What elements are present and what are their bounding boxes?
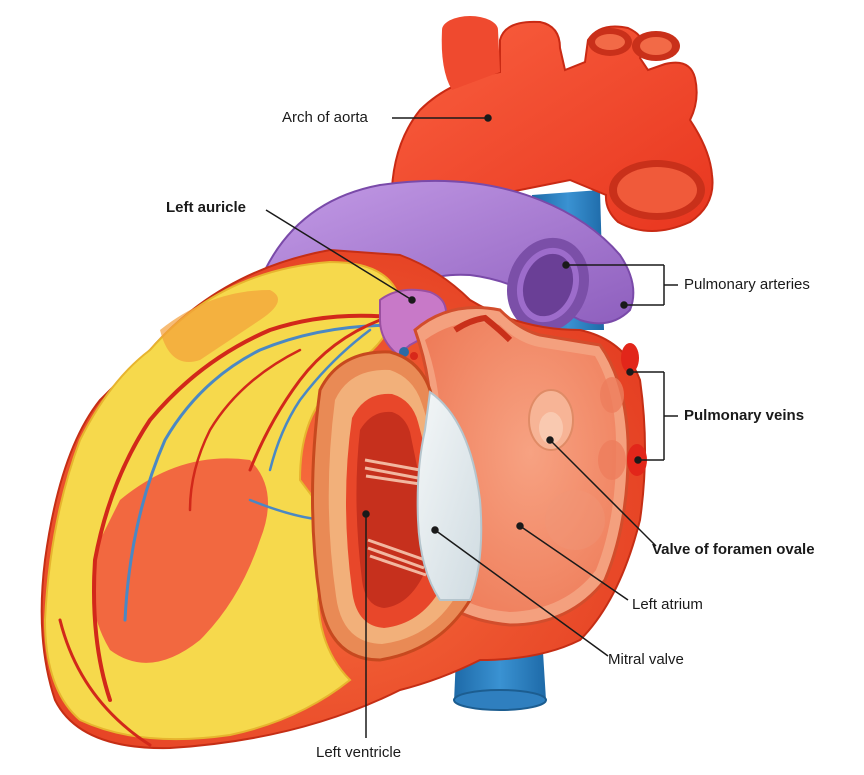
coronary-vessels bbox=[58, 313, 402, 747]
epicardial-fat bbox=[43, 260, 402, 741]
label-left-atrium: Left atrium bbox=[632, 596, 703, 613]
leader-lines bbox=[265, 114, 678, 738]
label-left-ventricle: Left ventricle bbox=[316, 744, 402, 761]
label-left-auricle: Left auricle bbox=[166, 199, 247, 216]
label-mitral-valve: Mitral valve bbox=[608, 651, 684, 668]
label-pulmonary-veins: Pulmonary veins bbox=[684, 407, 805, 424]
label-arch-of-aorta: Arch of aorta bbox=[282, 109, 368, 126]
label-pulmonary-arteries: Pulmonary arteries bbox=[684, 276, 810, 293]
aorta bbox=[390, 16, 714, 232]
label-valve-of-foramen-ovale: Valve of foramen ovale bbox=[652, 541, 815, 558]
mitral-valve-leaflet bbox=[416, 390, 483, 601]
